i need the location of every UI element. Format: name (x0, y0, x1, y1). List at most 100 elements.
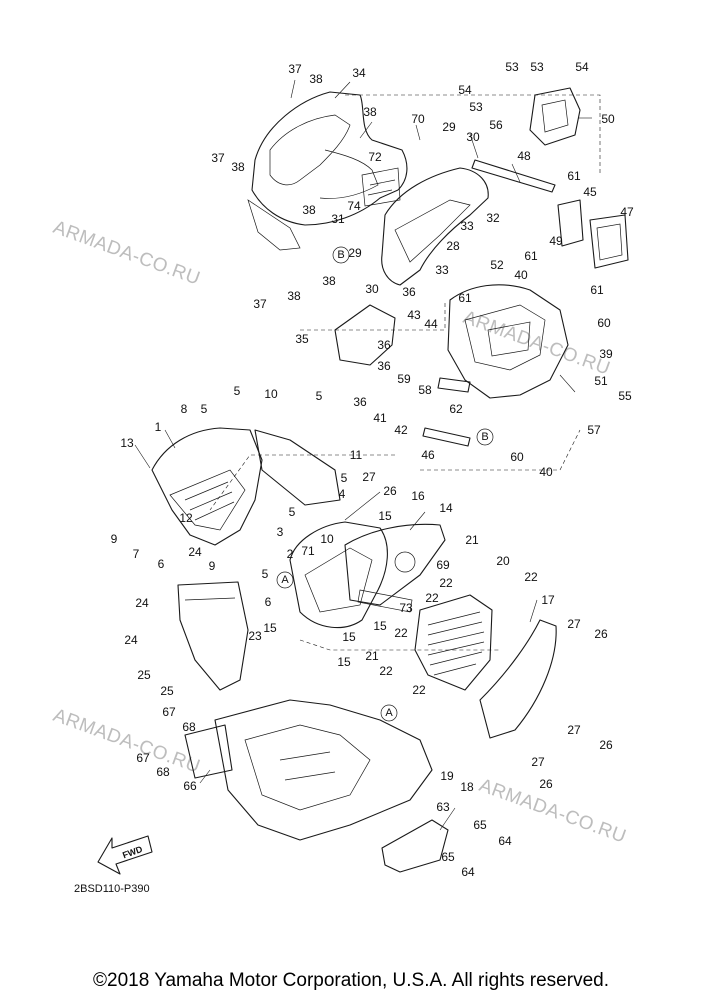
part-callout-28: 28 (446, 239, 460, 253)
part-callout-26: 26 (539, 777, 553, 791)
part-callout-38: 38 (322, 274, 336, 288)
part-callout-49: 49 (549, 234, 563, 248)
part-callout-67: 67 (162, 705, 176, 719)
part-callout-13: 13 (120, 436, 134, 450)
part-callout-24: 24 (188, 545, 202, 559)
part-callout-44: 44 (424, 317, 438, 331)
part-callout-5: 5 (289, 505, 296, 519)
ref-a-right: A (380, 704, 398, 722)
part-callout-39: 39 (599, 347, 613, 361)
part-callout-67: 67 (136, 751, 150, 765)
part-callout-2: 2 (287, 547, 294, 561)
part-callout-68: 68 (182, 720, 196, 734)
part-callout-18: 18 (460, 780, 474, 794)
ref-a-left: A (276, 571, 294, 589)
part-callout-58: 58 (418, 383, 432, 397)
part-callout-61: 61 (458, 291, 472, 305)
part-callout-21: 21 (365, 649, 379, 663)
part-callout-68: 68 (156, 765, 170, 779)
part-callout-15: 15 (378, 509, 392, 523)
part-callout-31: 31 (331, 212, 345, 226)
part-callout-56: 56 (489, 118, 503, 132)
part-callout-22: 22 (379, 664, 393, 678)
svg-text:B: B (337, 249, 344, 261)
part-callout-33: 33 (460, 219, 474, 233)
part-callout-60: 60 (597, 316, 611, 330)
part-callout-5: 5 (234, 384, 241, 398)
part-callout-16: 16 (411, 489, 425, 503)
part-callout-54: 54 (575, 60, 589, 74)
ref-b-lower: B (476, 428, 494, 446)
part-callout-11: 11 (350, 448, 363, 462)
part-callout-5: 5 (316, 389, 323, 403)
part-callout-10: 10 (264, 387, 278, 401)
part-callout-25: 25 (137, 668, 151, 682)
part-callout-36: 36 (377, 338, 391, 352)
part-callout-3: 3 (277, 525, 284, 539)
part-callout-22: 22 (412, 683, 426, 697)
part-callout-22: 22 (425, 591, 439, 605)
part-callout-24: 24 (135, 596, 149, 610)
part-callout-22: 22 (394, 626, 408, 640)
part-callout-36: 36 (353, 395, 367, 409)
watermark-text: ARMADA-CO.RU (460, 307, 613, 380)
part-callout-38: 38 (231, 160, 245, 174)
part-callout-15: 15 (342, 630, 356, 644)
part-callout-60: 60 (510, 450, 524, 464)
part-callout-73: 73 (399, 601, 413, 615)
part-callout-8: 8 (181, 402, 188, 416)
svg-text:B: B (481, 431, 488, 443)
part-callout-26: 26 (594, 627, 608, 641)
part-callout-19: 19 (440, 769, 454, 783)
part-callout-27: 27 (567, 617, 581, 631)
copyright-notice: ©2018 Yamaha Motor Corporation, U.S.A. A… (93, 970, 609, 991)
part-callout-23: 23 (248, 629, 262, 643)
part-callout-66: 66 (183, 779, 197, 793)
part-callout-30: 30 (466, 130, 480, 144)
part-callout-6: 6 (265, 595, 272, 609)
part-callout-52: 52 (490, 258, 504, 272)
reference-letters: B B A A (276, 246, 494, 722)
part-callout-62: 62 (449, 402, 463, 416)
part-callout-45: 45 (583, 185, 597, 199)
part-callout-10: 10 (320, 532, 334, 546)
part-callout-41: 41 (373, 411, 387, 425)
part-callout-61: 61 (590, 283, 604, 297)
part-callout-38: 38 (309, 72, 323, 86)
part-callout-53: 53 (530, 60, 544, 74)
part-callout-37: 37 (288, 62, 302, 76)
part-callout-1: 1 (155, 420, 162, 434)
part-callout-21: 21 (465, 533, 479, 547)
part-callout-27: 27 (362, 470, 376, 484)
part-callout-26: 26 (599, 738, 613, 752)
part-callout-36: 36 (402, 285, 416, 299)
part-callout-32: 32 (486, 211, 500, 225)
part-callout-4: 4 (339, 487, 346, 501)
part-callout-64: 64 (461, 865, 475, 879)
part-callout-74: 74 (347, 199, 361, 213)
part-callout-9: 9 (209, 559, 216, 573)
part-callout-38: 38 (287, 289, 301, 303)
part-callout-61: 61 (567, 169, 581, 183)
part-callout-40: 40 (514, 268, 528, 282)
ref-b-upper: B (332, 246, 350, 264)
part-callout-51: 51 (594, 374, 608, 388)
watermark-text: ARMADA-CO.RU (50, 217, 203, 290)
part-callout-15: 15 (263, 621, 277, 635)
part-callout-15: 15 (373, 619, 387, 633)
fwd-arrow-icon: FWD (97, 835, 153, 875)
part-callout-61: 61 (524, 249, 538, 263)
part-callout-25: 25 (160, 684, 174, 698)
part-callout-53: 53 (505, 60, 519, 74)
part-callout-14: 14 (439, 501, 453, 515)
part-callout-55: 55 (618, 389, 632, 403)
part-callout-64: 64 (498, 834, 512, 848)
part-callout-40: 40 (539, 465, 553, 479)
part-callout-47: 47 (620, 205, 634, 219)
part-callout-53: 53 (469, 100, 483, 114)
part-callout-54: 54 (458, 83, 472, 97)
part-callout-5: 5 (201, 402, 208, 416)
part-callout-29: 29 (348, 246, 362, 260)
